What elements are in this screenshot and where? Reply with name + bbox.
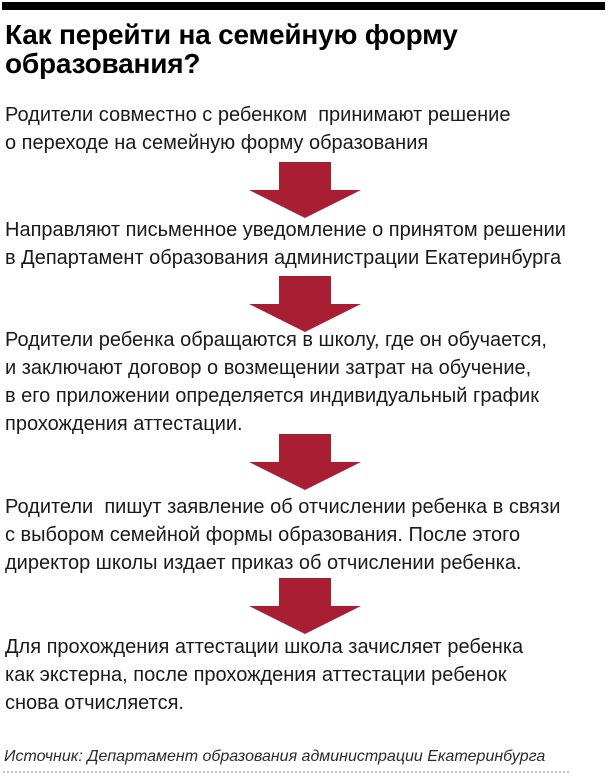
dotted-divider xyxy=(3,771,569,773)
down-arrow-icon xyxy=(249,434,361,490)
down-arrow-stem xyxy=(279,162,331,190)
step-text-5: Для прохождения аттестации школа зачисля… xyxy=(5,636,524,714)
step-text-4: Родители пишут заявление об отчислении р… xyxy=(5,496,561,574)
down-arrow-head xyxy=(249,606,361,634)
step-text-2: Направляют письменное уведомление о прин… xyxy=(5,219,566,269)
down-arrow-icon xyxy=(249,578,361,634)
down-arrow-head xyxy=(249,462,361,490)
down-arrow-head xyxy=(249,190,361,218)
down-arrow-icon xyxy=(249,276,361,332)
page-title: Как перейти на семейную форму образовани… xyxy=(5,19,458,79)
step-text-3: Родители ребенка обращаются в школу, где… xyxy=(5,329,547,435)
step-text-1: Родители совместно с ребенком принимают … xyxy=(5,104,511,154)
down-arrow-head xyxy=(249,304,361,332)
down-arrow-icon xyxy=(249,162,361,218)
down-arrow-stem xyxy=(279,276,331,304)
down-arrow-stem xyxy=(279,578,331,606)
down-arrow-stem xyxy=(279,434,331,462)
source-caption: Источник: Департамент образования админи… xyxy=(4,748,546,765)
top-rule-bar xyxy=(2,2,605,10)
